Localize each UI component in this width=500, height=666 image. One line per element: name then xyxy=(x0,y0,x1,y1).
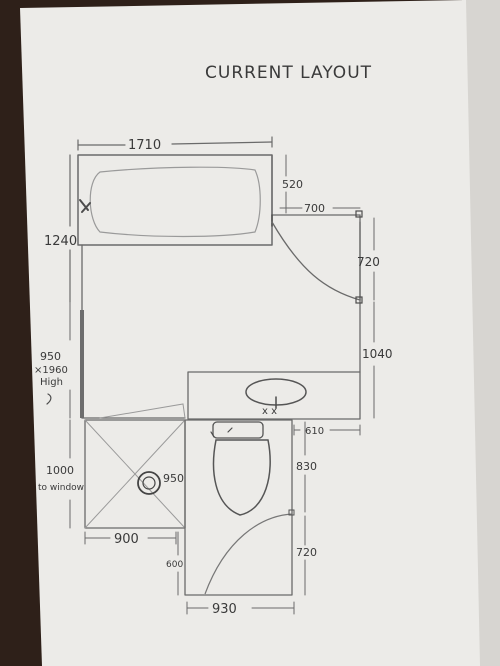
dimension-window-950: 950 ×1960 High xyxy=(34,301,71,419)
dimension-wc-830: 830 xyxy=(296,421,317,513)
label-900: 900 xyxy=(114,532,139,547)
label-600: 600 xyxy=(166,560,183,570)
dimension-offset-520: 520 xyxy=(282,154,303,214)
door-swing xyxy=(271,210,363,304)
door-hinge-bottom xyxy=(355,296,363,304)
page-title: CURRENT LAYOUT xyxy=(205,63,372,83)
basin-taps: x x xyxy=(262,406,277,417)
dimension-opening-700: 700 xyxy=(279,202,361,215)
label-930: 930 xyxy=(212,602,237,617)
dimension-basin-610: 610 xyxy=(293,424,361,437)
door-hinge-top xyxy=(355,210,363,218)
label-high: High xyxy=(40,377,63,388)
dimension-wall-1040: 1040 xyxy=(362,301,393,419)
toilet-bowl xyxy=(212,439,271,516)
label-700: 700 xyxy=(304,202,325,215)
label-1710: 1710 xyxy=(128,138,161,153)
label-720-door: 720 xyxy=(357,255,380,269)
paper-sheet xyxy=(20,0,480,666)
toilet-cistern xyxy=(212,421,264,439)
basin-counter: x x xyxy=(187,371,361,420)
dimension-door-720: 720 xyxy=(357,217,380,301)
wc-compartment xyxy=(184,419,295,596)
label-1040: 1040 xyxy=(362,347,393,361)
window xyxy=(80,310,84,418)
dimension-shower-to-window: 1000 to window xyxy=(38,419,84,529)
dimension-wc-720: 720 xyxy=(296,515,317,596)
shower-drain xyxy=(137,471,161,495)
label-to-window: to window xyxy=(38,483,84,493)
label-610: 610 xyxy=(305,426,324,437)
label-830: 830 xyxy=(296,460,317,473)
label-720-wc: 720 xyxy=(296,546,317,559)
dimension-wc-600: 600 xyxy=(166,531,183,596)
label-950-window: 950 xyxy=(40,350,61,363)
dimension-bath-depth: 1240 xyxy=(44,154,77,303)
paper-edge-right xyxy=(462,0,500,666)
toilet-door-swing xyxy=(204,513,293,595)
label-1240: 1240 xyxy=(44,234,77,249)
dimension-wc-930: 930 xyxy=(186,601,295,617)
label-520: 520 xyxy=(282,178,303,191)
label-1960: ×1960 xyxy=(34,365,68,376)
wc-door-hinge xyxy=(288,509,295,516)
dimension-bath-width: 1710 xyxy=(77,136,273,153)
label-950-drain: 950 xyxy=(163,472,184,485)
dimension-shower-900: 900 xyxy=(84,531,177,547)
label-1000: 1000 xyxy=(46,464,74,477)
